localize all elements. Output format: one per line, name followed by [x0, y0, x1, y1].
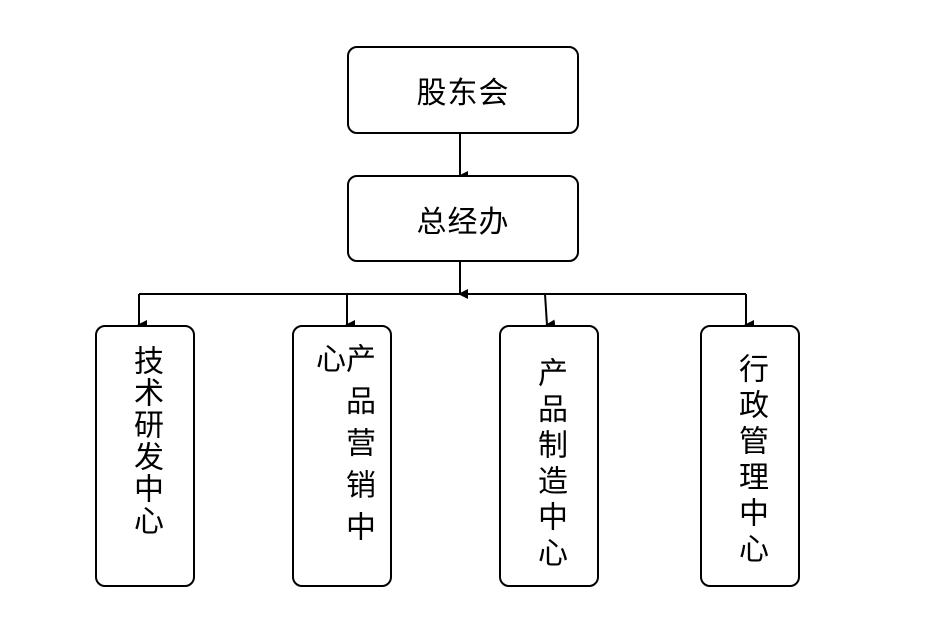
department-label-product-marketing: 产品营销中心 [310, 343, 375, 553]
general-office-box: 总经办 [347, 175, 579, 262]
department-box-product-marketing: 产品营销中心 [292, 325, 392, 587]
department-box-tech-rd: 技术研发中心 [95, 325, 195, 587]
department-label-admin-management: 行政管理中心 [733, 353, 768, 569]
arrow-bus-to-product-manufacturing [544, 293, 556, 330]
department-box-product-manufacturing: 产品制造中心 [499, 325, 599, 587]
shareholders-label: 股东会 [416, 76, 510, 111]
department-label-tech-rd: 技术研发中心 [128, 345, 163, 537]
shareholders-box: 股东会 [347, 46, 579, 134]
department-label-product-manufacturing: 产品制造中心 [532, 357, 567, 573]
general-office-label: 总经办 [416, 204, 510, 240]
department-box-admin-management: 行政管理中心 [700, 325, 800, 587]
